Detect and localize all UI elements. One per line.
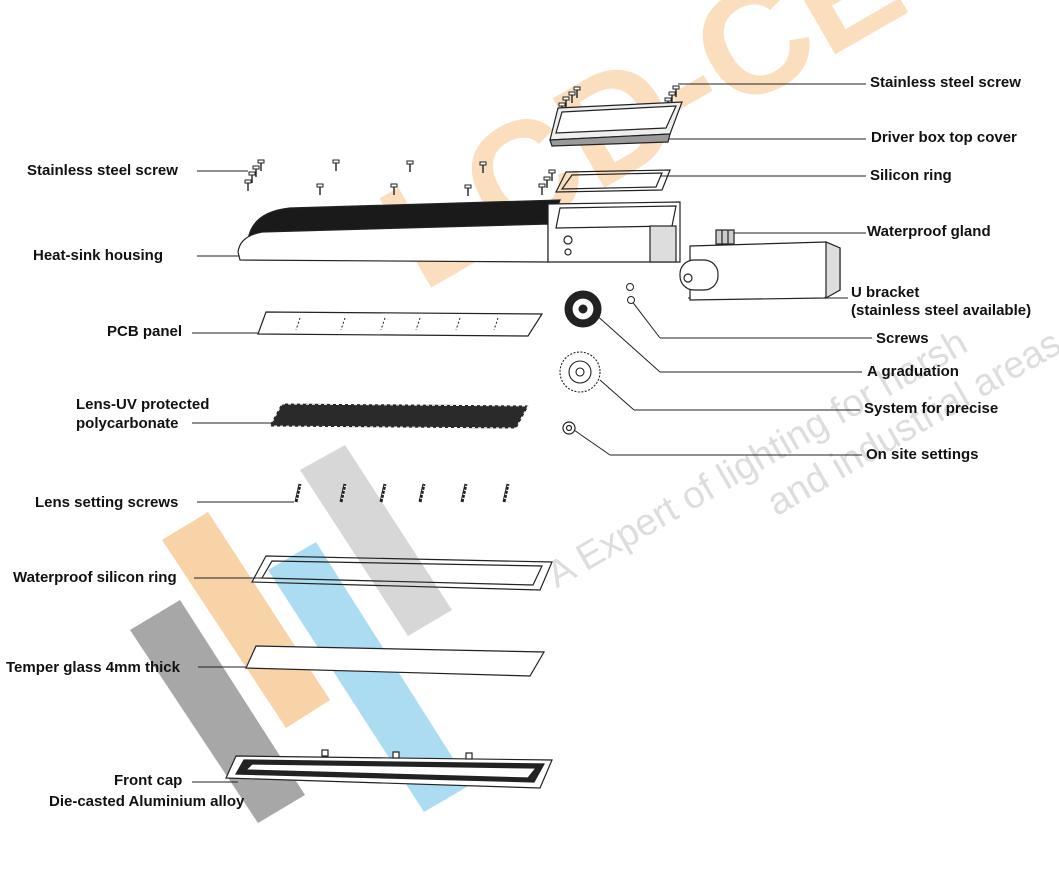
pcb-panel xyxy=(257,311,544,337)
driver-silicon-ring xyxy=(555,169,671,193)
front-cap xyxy=(225,749,553,789)
watermark-orange-stripe xyxy=(162,512,330,728)
label-waterproof-silicon-ring: Waterproof silicon ring xyxy=(13,569,177,586)
driver-box-top-cover xyxy=(549,101,683,147)
label-stainless-steel-screw-left: Stainless steel screw xyxy=(27,162,178,179)
label-lens-line-2: polycarbonate xyxy=(76,415,179,432)
heat-sink-housing xyxy=(237,199,681,263)
ring-screws xyxy=(538,169,556,196)
label-silicon-ring: Silicon ring xyxy=(870,167,952,184)
housing-screws xyxy=(244,159,487,197)
waterproof-silicon-ring xyxy=(251,555,553,591)
label-system-for-precise: System for precise xyxy=(864,400,999,417)
label-a-graduation: A graduation xyxy=(867,363,959,380)
washer xyxy=(562,421,576,435)
label-temper-glass: Temper glass 4mm thick xyxy=(6,659,180,676)
label-waterproof-gland: Waterproof gland xyxy=(867,223,991,240)
lens-panel xyxy=(269,403,529,429)
label-front-cap-line-2: Die-casted Aluminium alloy xyxy=(49,793,245,810)
label-front-cap-line-1: Front cap xyxy=(114,772,183,789)
small-screws xyxy=(626,283,635,304)
label-lens-setting-screws: Lens setting screws xyxy=(35,494,179,511)
label-lens-line-1: Lens-UV protected xyxy=(76,396,210,413)
temper-glass xyxy=(245,645,546,677)
label-u-bracket-line-1: U bracket xyxy=(851,284,920,301)
label-on-site-settings: On site settings xyxy=(866,446,979,463)
u-bracket xyxy=(679,229,841,301)
label-stainless-steel-screw-right: Stainless steel screw xyxy=(870,74,1021,91)
label-u-bracket-line-2: (stainless steel available) xyxy=(851,302,1032,319)
watermark-blue-stripe xyxy=(268,542,470,812)
precise-setting-disk xyxy=(559,351,601,393)
label-screws: Screws xyxy=(876,330,929,347)
graduation-disk xyxy=(564,290,602,328)
lens-setting-screws xyxy=(294,482,512,504)
label-driver-box-top-cover: Driver box top cover xyxy=(871,129,1017,146)
leader-lines xyxy=(192,83,872,783)
label-pcb-panel: PCB panel xyxy=(107,323,183,340)
label-heat-sink-housing: Heat-sink housing xyxy=(33,247,164,264)
watermark-gray-stripe-2 xyxy=(300,445,452,636)
